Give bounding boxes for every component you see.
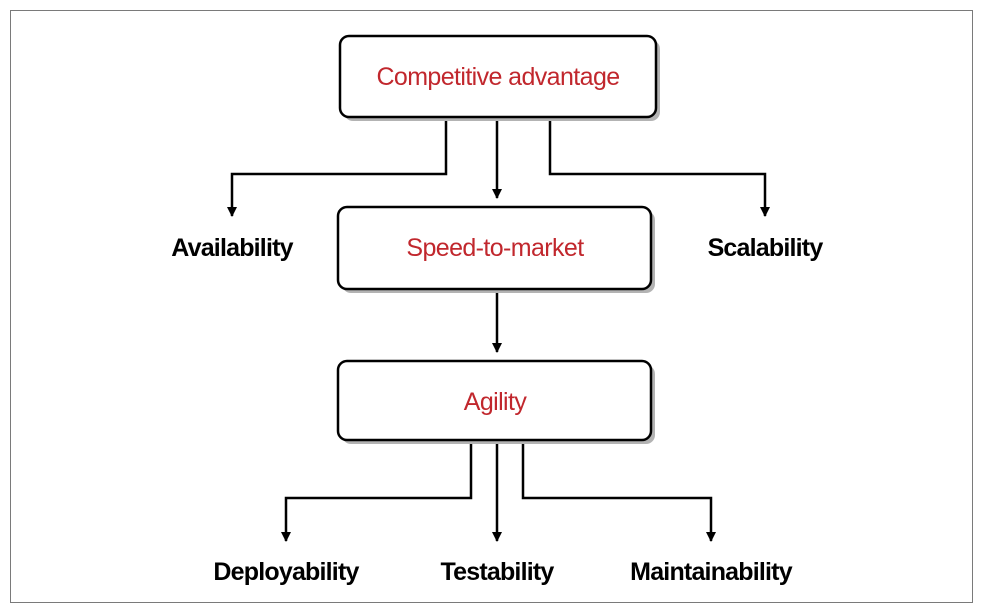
agility-label: Agility: [464, 388, 528, 416]
maintainability-label: Maintainability: [630, 558, 793, 586]
edge-competitive-advantage-to-availability: [227, 121, 448, 217]
deployability-label: Deployability: [213, 558, 359, 586]
node-competitive-advantage: Competitive advantage: [338, 34, 660, 121]
node-speed-to-market: Speed-to-market: [336, 205, 655, 293]
edge-agility-to-maintainability: [521, 442, 716, 542]
scalability-label: Scalability: [708, 234, 824, 262]
edge-agility-to-deployability: [281, 442, 473, 542]
competitive-advantage-label: Competitive advantage: [376, 63, 619, 91]
availability-label: Availability: [171, 234, 293, 262]
testability-label: Testability: [441, 558, 555, 586]
speed-to-market-label: Speed-to-market: [406, 234, 584, 262]
node-agility: Agility: [336, 359, 655, 444]
edge-competitive-advantage-to-scalability: [548, 121, 770, 217]
